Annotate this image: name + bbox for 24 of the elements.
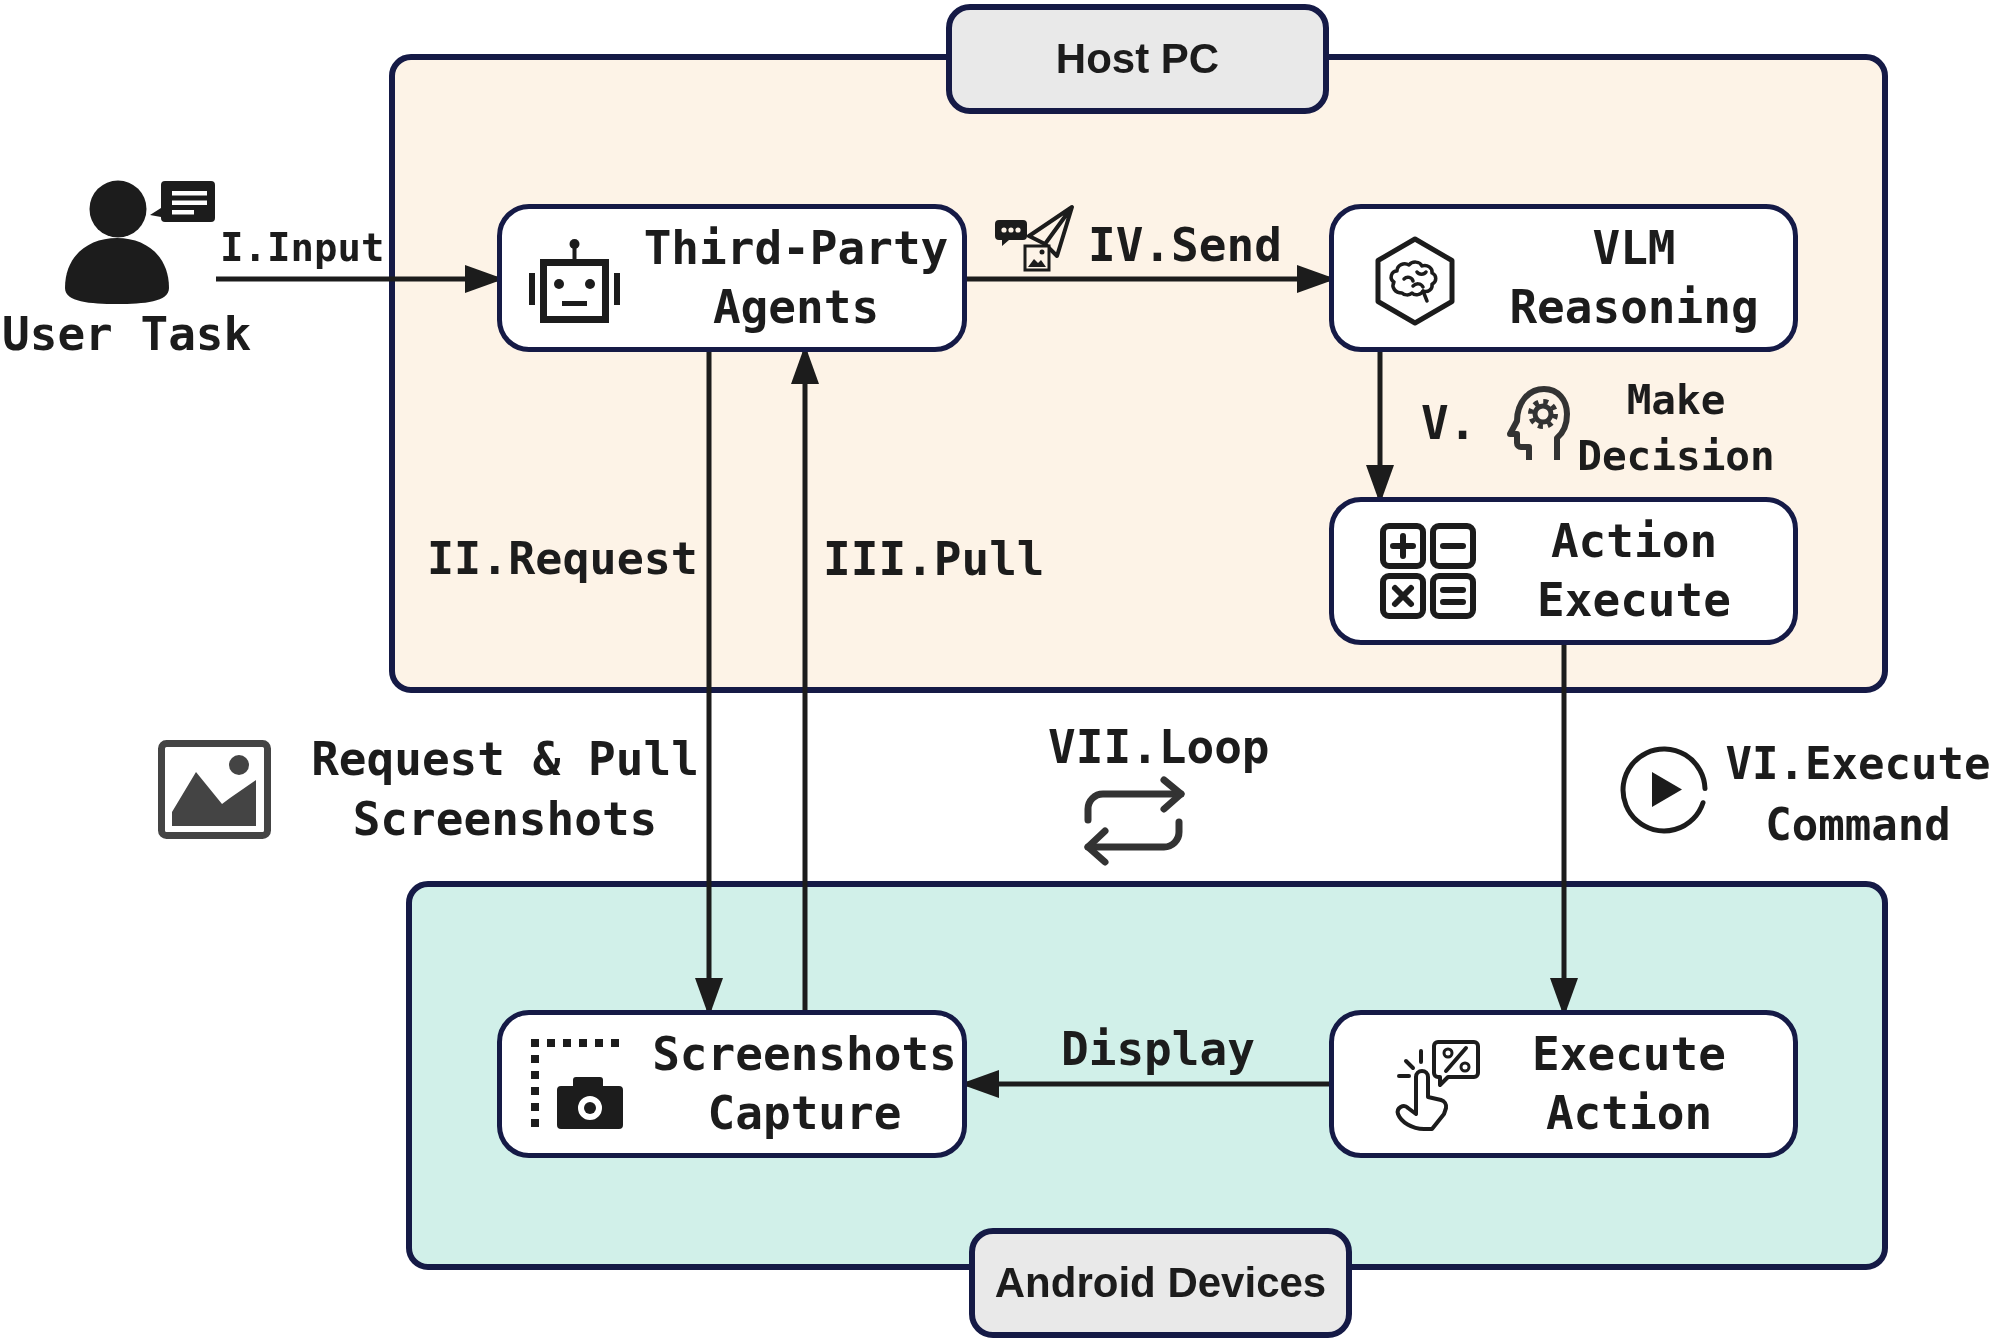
panel-title: Android Devices: [994, 1258, 1327, 1308]
node-label: Action Execute: [1536, 513, 1732, 629]
edge-label: V.: [1421, 396, 1477, 451]
node-caption: User Task: [2, 306, 252, 362]
edge-label: IV.Send: [1088, 218, 1282, 273]
edge-label: VI.Execute Command: [1724, 737, 1992, 852]
node-label: Third-Party Agents: [642, 220, 950, 336]
process-box: [497, 204, 967, 352]
edge-label: I.Input: [220, 224, 385, 271]
node-label: Execute Action: [1531, 1026, 1727, 1142]
user-chat-icon: [64, 178, 216, 305]
process-box: [1329, 204, 1798, 352]
process-box: [1329, 497, 1798, 645]
process-box: [1329, 1010, 1798, 1158]
process-box: [497, 1010, 967, 1158]
annotation-text: Request & Pull Screenshots: [310, 731, 700, 848]
step-label: Make Decision: [1576, 375, 1776, 482]
panel-title: Host PC: [1055, 34, 1220, 84]
edge-label: III.Pull: [823, 532, 1045, 587]
node-label: Screenshots Capture: [651, 1026, 958, 1142]
node-label: VLM Reasoning: [1508, 220, 1760, 336]
step-label: VII.Loop: [1048, 722, 1270, 772]
edge-label: Display: [1061, 1022, 1255, 1077]
edge-label: II.Request: [427, 532, 698, 586]
